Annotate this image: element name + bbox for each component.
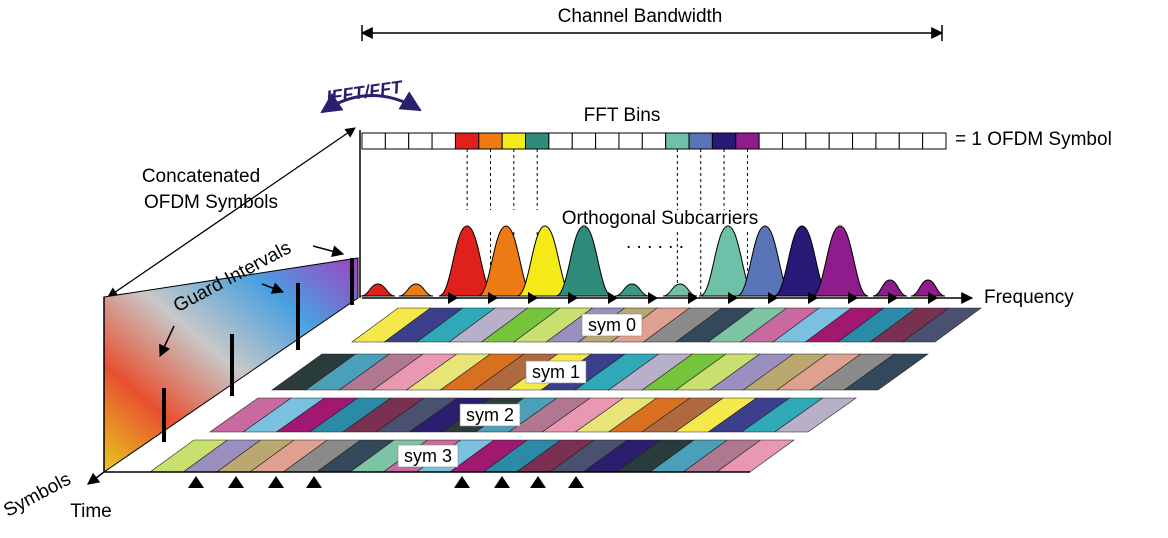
fft-bin	[828, 132, 854, 150]
symbols-label: Symbols	[0, 469, 74, 522]
frequency-tick-arrow	[568, 292, 578, 304]
frequency-tick-arrow	[488, 292, 498, 304]
frequency-tick-arrow	[448, 292, 458, 304]
time-tick-arrow	[530, 476, 546, 488]
time-tick-arrow	[494, 476, 510, 488]
symbol-cell	[901, 307, 982, 343]
symbol-row-2: sym 2	[209, 397, 857, 433]
fft-bin	[525, 132, 550, 150]
fft-bin	[735, 132, 760, 150]
time-tick-arrow	[268, 476, 284, 488]
fft-bin	[665, 132, 690, 150]
frequency-tick-arrow	[928, 292, 938, 304]
symbol-row-1: sym 1	[271, 353, 929, 391]
fft-bin	[852, 132, 877, 150]
fft-bins-label: FFT Bins	[584, 105, 661, 126]
frequency-tick-arrow	[688, 292, 698, 304]
subcarrier-side-lobe	[662, 283, 698, 297]
fft-ifft: IFFT/FFT	[320, 77, 422, 114]
concatenated-label-line1: Concatenated	[142, 166, 260, 187]
symbol-cell	[843, 353, 929, 391]
fft-bin	[595, 132, 620, 150]
frequency-label: Frequency	[984, 287, 1074, 308]
subcarrier-side-lobe	[872, 279, 908, 297]
time-label: Time	[70, 501, 112, 522]
fft-bin	[758, 132, 783, 150]
frequency-tick-arrow	[848, 292, 858, 304]
fft-bin	[454, 132, 480, 150]
frequency-tick-arrow	[528, 292, 538, 304]
concatenated-symbols: Concatenated OFDM Symbols	[107, 127, 356, 298]
fft-bin	[361, 132, 386, 150]
frequency-axis: Frequency	[362, 287, 1074, 308]
subcarrier-side-lobe	[398, 283, 434, 297]
symbol-row-label: sym 2	[466, 405, 514, 425]
time-tick-arrows	[188, 476, 584, 488]
symbol-label-box	[397, 444, 459, 468]
fft-bin	[688, 132, 713, 150]
time-tick-arrow	[454, 476, 470, 488]
fft-bin	[478, 132, 503, 150]
symbol-row-label: sym 0	[588, 315, 636, 335]
frequency-tick-arrow	[768, 292, 778, 304]
frequency-tick-arrow	[648, 292, 658, 304]
symbol-label-box	[581, 313, 643, 337]
channel-bandwidth: Channel Bandwidth	[360, 6, 944, 41]
fft-bin	[641, 132, 667, 150]
frequency-tick-arrows	[432, 292, 938, 304]
fft-bin	[571, 132, 597, 150]
frequency-tick-arrow	[808, 292, 818, 304]
fft-bin	[922, 132, 947, 150]
orthogonal-subcarriers-label: Orthogonal Subcarriers	[562, 208, 758, 229]
subcarrier-side-lobe	[360, 283, 396, 297]
fft-bin	[501, 132, 527, 150]
fft-bin	[431, 132, 456, 150]
fft-bin	[711, 132, 737, 150]
symbol-row-label: sym 1	[532, 362, 580, 382]
subcarrier-side-lobe	[910, 279, 946, 297]
symbol-cell	[773, 397, 857, 433]
subcarrier-main-lobe	[555, 225, 613, 297]
fft-bin	[618, 132, 643, 150]
fft-bin	[875, 132, 900, 150]
subcarrier-side-lobe	[614, 283, 650, 297]
frequency-tick-arrow	[728, 292, 738, 304]
fft-bin	[781, 132, 807, 150]
symbol-row-0: sym 0	[351, 307, 982, 343]
symbol-row-3: sym 3	[149, 439, 795, 473]
time-tick-arrow	[568, 476, 584, 488]
symbol-label-box	[525, 360, 587, 384]
fft-bin	[805, 132, 830, 150]
ofdm-symbol-equation: = 1 OFDM Symbol	[955, 129, 1112, 150]
fft-bin	[384, 132, 410, 150]
frequency-tick-arrow	[608, 292, 618, 304]
time-tick-arrow	[188, 476, 204, 488]
symbol-rows: sym 0 sym 1 sym 2 sym 3	[149, 307, 982, 473]
time-tick-arrow	[306, 476, 322, 488]
symbol-row-label: sym 3	[404, 446, 452, 466]
fft-bin	[898, 132, 924, 150]
channel-bandwidth-label: Channel Bandwidth	[558, 6, 723, 27]
subcarrier-main-lobe	[811, 225, 869, 297]
symbol-label-box	[459, 403, 521, 427]
fft-bins-row	[361, 132, 947, 150]
subcarrier-spectrum	[360, 225, 946, 297]
fft-bin	[408, 132, 433, 150]
frequency-tick-arrow	[888, 292, 898, 304]
fft-ifft-arrow-icon	[320, 91, 422, 114]
fft-bin	[548, 132, 573, 150]
subcarrier-ellipsis: . . . . . .	[626, 232, 684, 253]
time-tick-arrow	[228, 476, 244, 488]
